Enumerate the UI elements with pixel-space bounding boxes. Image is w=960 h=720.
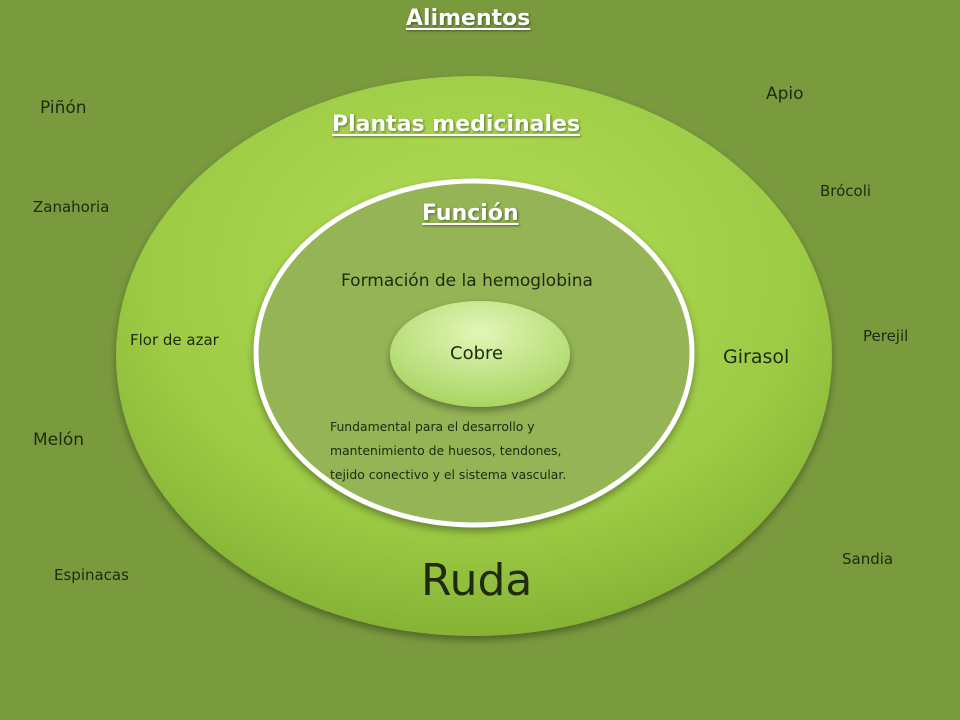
food-pinon: Piñón	[40, 98, 87, 118]
plant-girasol: Girasol	[723, 346, 790, 368]
food-melon: Melón	[33, 430, 85, 450]
function-desarrollo-line-3: tejido conectivo y el sistema vascular.	[330, 467, 567, 482]
plant-flor-de-azar: Flor de azar	[130, 331, 219, 349]
food-apio: Apio	[766, 84, 804, 104]
title-alimentos: Alimentos	[406, 6, 531, 31]
function-desarrollo: Fundamental para el desarrollo y manteni…	[330, 415, 566, 487]
function-desarrollo-line-2: mantenimiento de huesos, tendones,	[330, 443, 562, 458]
food-zanahoria: Zanahoria	[33, 198, 110, 216]
plant-ruda: Ruda	[421, 555, 533, 606]
function-hemoglobina: Formación de la hemoglobina	[341, 271, 593, 291]
heading-funcion: Función	[422, 201, 519, 226]
food-perejil: Perejil	[863, 327, 909, 345]
core-label-cobre: Cobre	[450, 343, 504, 364]
food-sandia: Sandia	[842, 550, 894, 568]
core-ellipse	[390, 301, 570, 407]
food-espinacas: Espinacas	[54, 566, 129, 584]
function-desarrollo-line-1: Fundamental para el desarrollo y	[330, 419, 535, 434]
heading-plantas-medicinales: Plantas medicinales	[332, 112, 581, 137]
food-brocoli: Brócoli	[820, 182, 872, 200]
